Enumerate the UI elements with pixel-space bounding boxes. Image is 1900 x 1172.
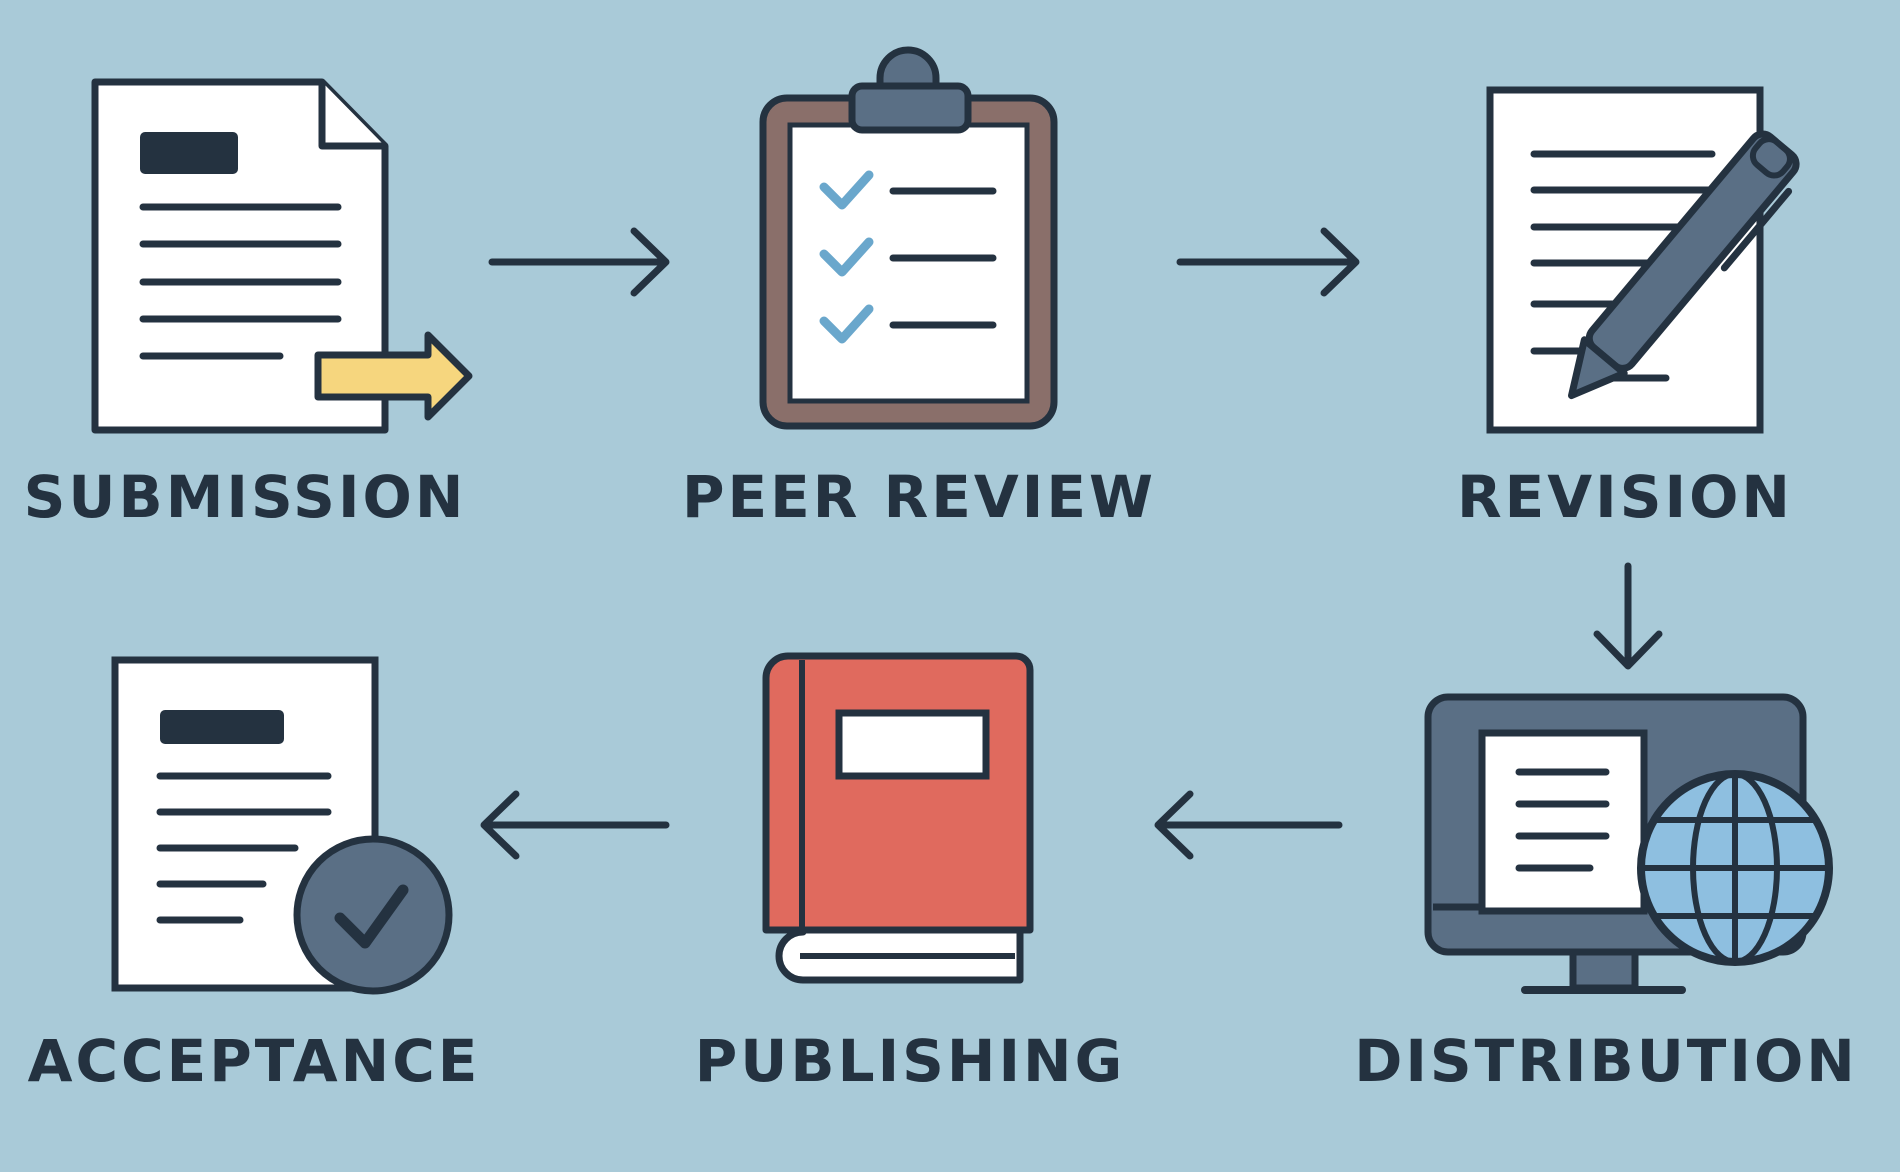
document-send-icon <box>91 78 473 434</box>
monitor-globe-icon <box>1424 693 1833 994</box>
flow-arrow-distribution-to-publishing <box>1154 790 1343 860</box>
flow-arrow-peer-review-to-revision <box>1176 227 1360 297</box>
book-icon <box>762 652 1034 984</box>
document-pen-icon <box>1486 86 1800 434</box>
flow-arrow-publishing-to-acceptance <box>480 790 670 860</box>
stage-label-acceptance: ACCEPTANCE <box>27 1027 481 1095</box>
stage-label-peer-review: PEER REVIEW <box>682 463 1156 531</box>
stage-label-distribution: DISTRIBUTION <box>1354 1027 1858 1095</box>
clipboard-checklist-icon <box>759 46 1058 430</box>
flow-arrow-revision-to-distribution <box>1593 562 1663 670</box>
stage-label-revision: REVISION <box>1457 463 1793 531</box>
stage-label-submission: SUBMISSION <box>23 463 467 531</box>
flow-arrow-submission-to-peer-review <box>488 227 670 297</box>
stage-label-publishing: PUBLISHING <box>694 1027 1126 1095</box>
document-approved-icon <box>111 656 453 995</box>
